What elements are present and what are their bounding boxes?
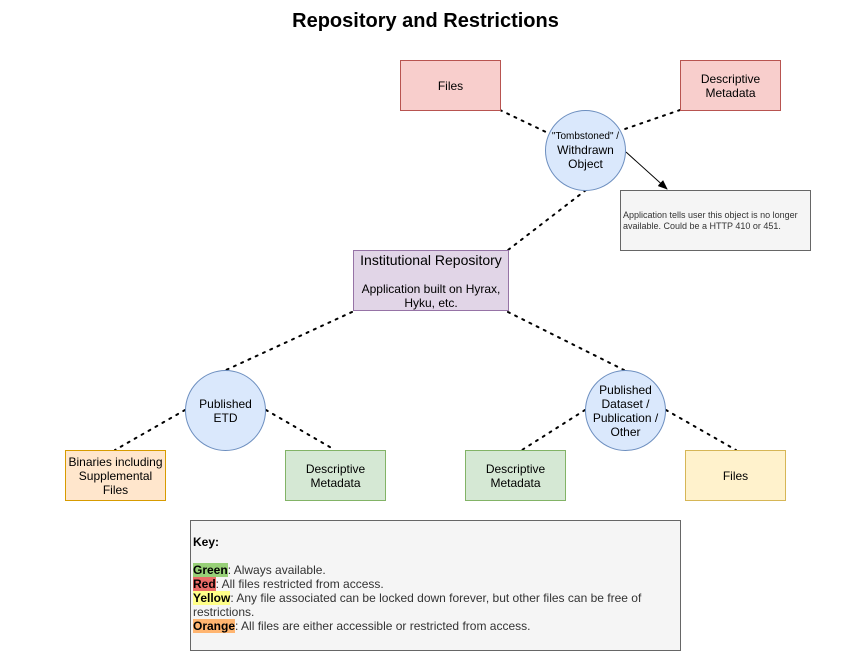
tombstoned-object-circle: "Tombstoned" / Withdrawn Object — [545, 110, 626, 191]
edge-repository-dataset — [507, 311, 625, 371]
legend-key: Key: Green: Always available. Red: All f… — [190, 520, 681, 651]
institutional-repository-box: Institutional Repository Application bui… — [353, 250, 509, 311]
etd-metadata-label-line2: Metadata — [310, 475, 361, 490]
key-text-red: : All files restricted from access. — [215, 577, 384, 591]
key-text-yellow: : Any file associated can be locked down… — [193, 591, 642, 619]
repository-title: Institutional Repository — [360, 251, 502, 268]
dataset-label-line3: Publication / — [592, 410, 659, 425]
key-text-green: : Always available. — [227, 563, 326, 577]
edge-repository-etd — [225, 311, 353, 371]
tombstoned-label-line2: Withdrawn — [557, 143, 614, 157]
key-swatch-yellow: Yellow — [193, 591, 231, 605]
repository-sub-line2: Hyku, etc. — [404, 295, 458, 310]
key-swatch-red: Red — [193, 577, 216, 591]
dataset-files-box: Files — [685, 450, 786, 501]
dataset-files-label: Files — [722, 468, 749, 483]
binaries-box: Binaries including Supplemental Files — [65, 450, 166, 501]
key-item-red: Red: All files restricted from access. — [193, 577, 678, 591]
edge-dataset-files — [665, 409, 737, 451]
key-item-orange: Orange: All files are either accessible … — [193, 619, 678, 633]
binaries-label-line2: Supplemental — [78, 468, 153, 483]
repository-sub-line1: Application built on Hyrax, — [361, 281, 501, 296]
top-files-label: Files — [437, 78, 464, 93]
http-status-note: Application tells user this object is no… — [620, 190, 811, 251]
etd-metadata-label-line1: Descriptive — [305, 461, 366, 476]
tombstoned-label-line1: "Tombstoned" / — [551, 131, 620, 142]
etd-label-line2: ETD — [213, 410, 238, 425]
etd-label-line1: Published — [199, 396, 252, 411]
dataset-metadata-label-line1: Descriptive — [485, 461, 546, 476]
edge-tombstoned-repository — [507, 189, 587, 251]
key-item-green: Green: Always available. — [193, 563, 678, 577]
key-item-yellow: Yellow: Any file associated can be locke… — [193, 591, 678, 619]
top-metadata-label-line1: Descriptive — [700, 71, 761, 86]
edge-dataset-metadata — [521, 409, 586, 451]
top-files-box: Files — [400, 60, 501, 111]
tombstoned-label-line3: Object — [568, 157, 603, 171]
edge-metadata-tombstoned — [621, 109, 681, 131]
dataset-label-line1: Published — [599, 382, 652, 397]
edge-etd-binaries — [114, 409, 186, 451]
top-metadata-box: Descriptive Metadata — [680, 60, 781, 111]
published-etd-circle: Published ETD — [185, 370, 266, 451]
binaries-label-line1: Binaries including — [68, 454, 163, 469]
key-heading: Key: — [193, 535, 220, 549]
dataset-metadata-box: Descriptive Metadata — [465, 450, 566, 501]
http-status-note-text: Application tells user this object is no… — [623, 209, 798, 231]
etd-metadata-box: Descriptive Metadata — [285, 450, 386, 501]
edge-tombstoned-note-arrow — [625, 151, 668, 190]
top-metadata-label-line2: Metadata — [705, 85, 756, 100]
key-text-orange: : All files are either accessible or res… — [235, 619, 531, 633]
key-swatch-orange: Orange — [193, 619, 236, 633]
diagram-title: Repository and Restrictions — [292, 10, 559, 32]
dataset-label-line4: Other — [610, 424, 641, 439]
published-dataset-circle: Published Dataset / Publication / Other — [585, 370, 666, 451]
dataset-label-line2: Dataset / — [601, 396, 650, 411]
edge-etd-metadata — [265, 409, 336, 451]
dataset-metadata-label-line2: Metadata — [490, 475, 541, 490]
edge-files-tombstoned — [499, 109, 549, 134]
binaries-label-line3: Files — [102, 482, 129, 497]
key-swatch-green: Green — [193, 563, 228, 577]
